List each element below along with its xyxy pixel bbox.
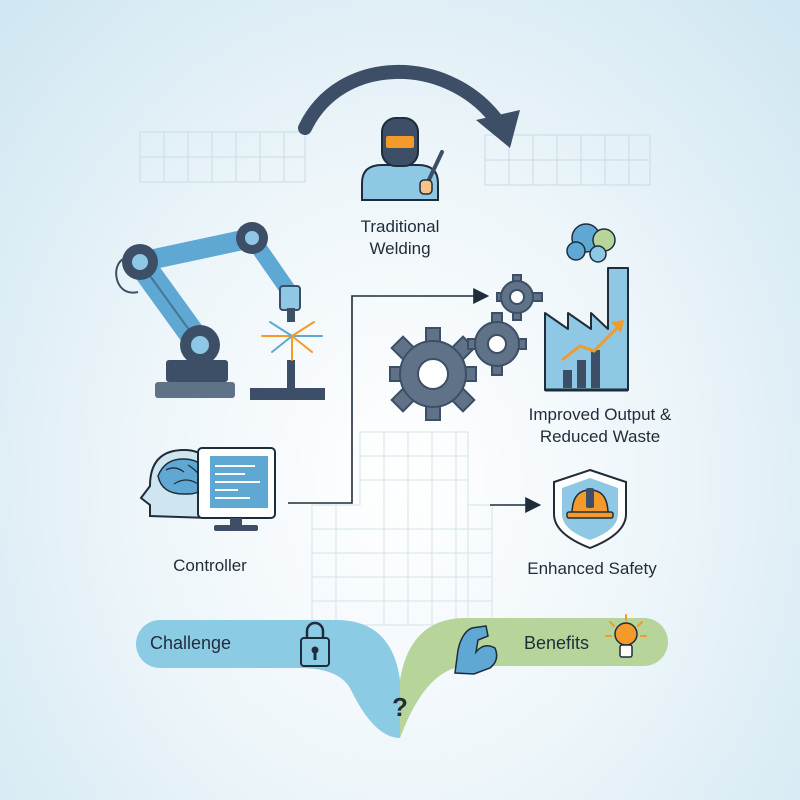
robotic-arm-icon — [115, 222, 325, 400]
traditional-welding-line-1: Traditional — [360, 217, 440, 236]
improved-output-line-2: Reduced Waste — [539, 427, 661, 446]
growth-chart-icon — [561, 320, 624, 388]
traditional-welding-line-2: Welding — [369, 239, 431, 258]
welding-sparks-icon — [261, 321, 323, 361]
flexed-arm-icon — [454, 625, 498, 675]
gear-icon — [389, 327, 477, 421]
flow-connector-to-improved-output — [288, 288, 490, 504]
enhanced-safety-label: Enhanced Safety — [527, 559, 657, 578]
improved-output-label: Improved Output & Reduced Waste — [500, 404, 700, 448]
gear-icon — [467, 312, 527, 376]
challenge-label: Challenge — [150, 633, 232, 653]
gear-icon — [496, 274, 543, 321]
hard-hat-icon — [566, 488, 614, 519]
benefits-label: Benefits — [524, 633, 590, 653]
lightbulb-icon — [605, 614, 647, 658]
background-grid-center — [311, 431, 493, 626]
background-grid-top-right — [484, 134, 651, 186]
controller-head-brain-icon — [139, 448, 216, 520]
question-mark-icon: ? — [392, 692, 408, 722]
controller-label: Controller — [173, 556, 247, 575]
traditional-welding-label: Traditional Welding — [320, 216, 480, 260]
computer-monitor-icon — [197, 447, 276, 531]
curved-arrow-icon — [298, 64, 520, 148]
background-grid-top-left — [139, 131, 306, 183]
lock-icon — [300, 621, 330, 667]
improved-output-line-1: Improved Output & — [528, 405, 672, 424]
welder-icon — [361, 117, 444, 201]
challenge-band — [136, 620, 400, 738]
smoke-cloud-icon — [566, 223, 616, 263]
factory-icon — [544, 267, 629, 392]
